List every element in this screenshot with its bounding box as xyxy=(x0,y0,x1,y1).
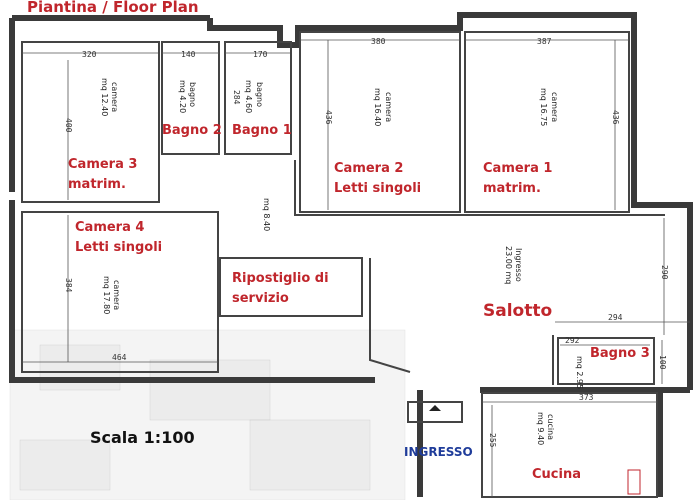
camera3-area: mq 12.40 xyxy=(100,78,109,116)
plan-title: Piantina / Floor Plan xyxy=(27,0,199,16)
bagno2-type: bagno xyxy=(188,82,197,107)
salotto-name: Salotto xyxy=(483,301,552,321)
salotto-area: 23.00 mq xyxy=(504,246,513,284)
dim-camera4-height: 384 xyxy=(64,278,73,293)
camera3-name: Camera 3 xyxy=(68,157,137,172)
sketch-noise-area xyxy=(9,329,406,500)
camera1-sub: matrim. xyxy=(483,181,541,196)
dim-camera2-width: 380 xyxy=(371,37,386,46)
dim-salotto-width: 294 xyxy=(608,313,623,322)
stove-icon xyxy=(627,469,641,495)
bagno2-name: Bagno 2 xyxy=(162,123,222,138)
bagno1-area: mq 4.60 xyxy=(244,80,253,113)
bagno1-name: Bagno 1 xyxy=(232,123,292,138)
bagno3-name: Bagno 3 xyxy=(590,346,650,361)
corridoio-area: mq 8.40 xyxy=(262,198,271,231)
dim-bagno1-width: 170 xyxy=(253,50,268,59)
bagno3-area: mq 2.95 xyxy=(575,356,584,389)
camera2-area: mq 16.40 xyxy=(373,88,382,126)
dim-cucina-height: 255 xyxy=(488,433,497,448)
dim-camera1-height: 436 xyxy=(611,110,620,125)
camera4-name: Camera 4 xyxy=(75,220,144,235)
cucina-area: mq 9.40 xyxy=(536,412,545,445)
camera2-type: camera xyxy=(384,92,393,122)
dim-salotto-height: 290 xyxy=(660,265,669,280)
bagno2-area: mq 4.20 xyxy=(178,80,187,113)
cucina-name: Cucina xyxy=(532,467,581,482)
camera3-type: camera xyxy=(110,82,119,112)
dim-camera3-height: 400 xyxy=(64,118,73,133)
cucina-type: cucina xyxy=(546,414,555,440)
camera2-name: Camera 2 xyxy=(334,161,403,176)
camera4-type: camera xyxy=(112,280,121,310)
scale-label: Scala 1:100 xyxy=(90,428,195,447)
dim-bagno3-height: 100 xyxy=(658,355,667,370)
dim-camera3-width: 320 xyxy=(82,50,97,59)
dim-bagno1-depth: 284 xyxy=(232,90,241,105)
camera4-sub: Letti singoli xyxy=(75,240,162,255)
dim-bagno2-width: 140 xyxy=(181,50,196,59)
camera4-area: mq 17.80 xyxy=(102,276,111,314)
ripostiglio-sub: servizio xyxy=(232,291,289,306)
camera3-sub: matrim. xyxy=(68,177,126,192)
camera1-type: camera xyxy=(550,92,559,122)
camera2-sub: Letti singoli xyxy=(334,181,421,196)
dim-camera2-height: 436 xyxy=(324,110,333,125)
dim-cucina-width: 373 xyxy=(579,393,594,402)
walls xyxy=(9,12,693,498)
dim-camera4-width: 464 xyxy=(112,353,127,362)
dim-bagno3-width: 292 xyxy=(565,336,580,345)
dim-camera1-width: 387 xyxy=(537,37,552,46)
camera1-area: mq 16.75 xyxy=(539,88,548,126)
entrance-label: INGRESSO xyxy=(404,445,473,459)
dimension-lines xyxy=(22,39,690,497)
camera1-name: Camera 1 xyxy=(483,161,552,176)
ripostiglio-name: Ripostiglio di xyxy=(232,271,329,286)
bagno1-type: bagno xyxy=(255,82,264,107)
salotto-ingresso-label: Ingresso xyxy=(514,248,523,282)
